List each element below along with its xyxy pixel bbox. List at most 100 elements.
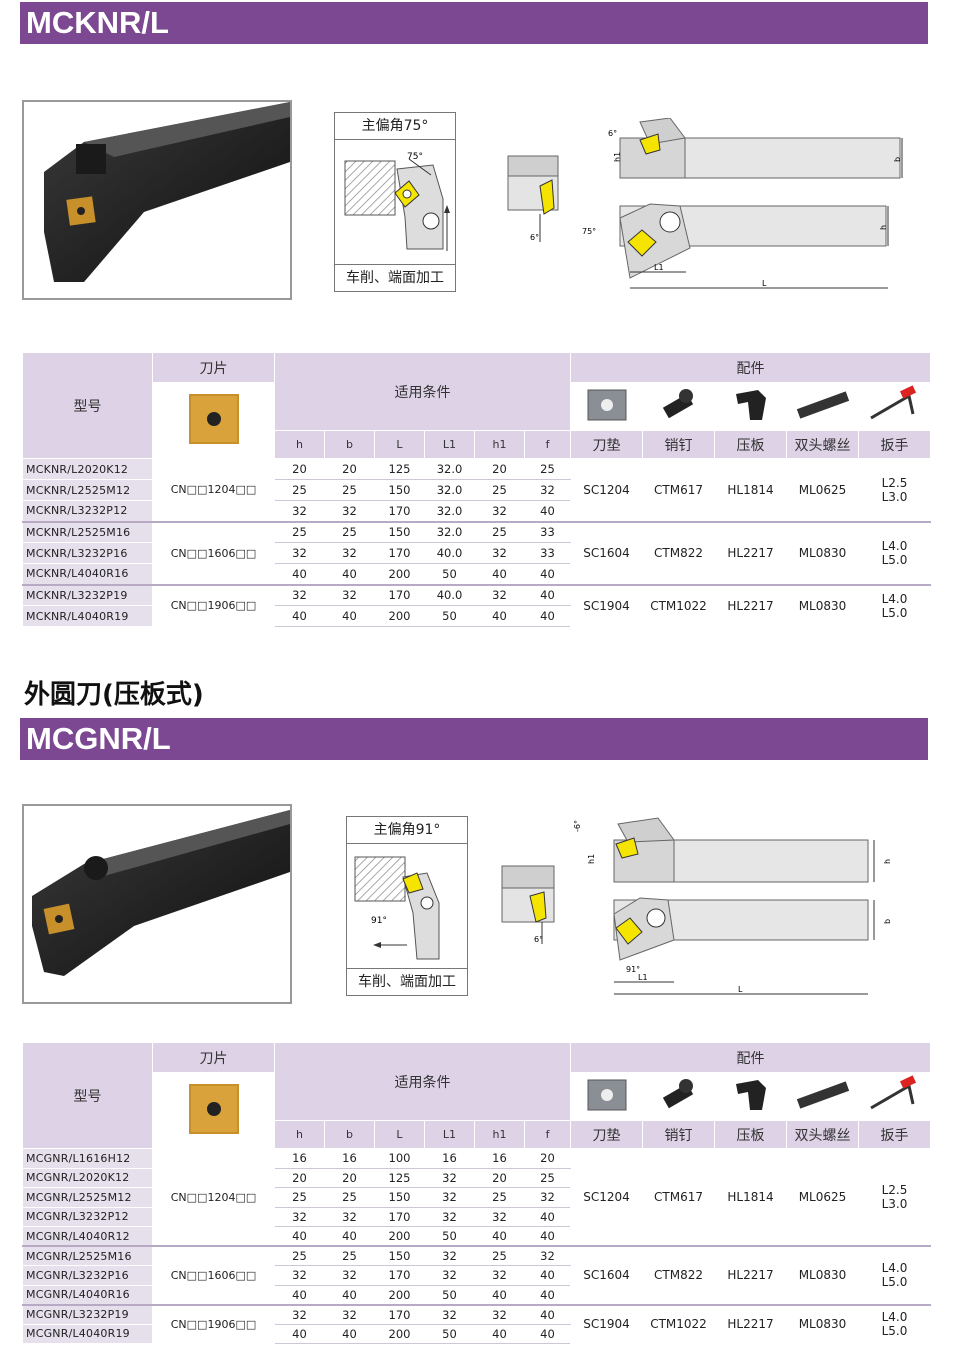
accessories-header: 配件 — [569, 352, 932, 383]
svg-text:L: L — [738, 985, 743, 994]
double-screw-icon — [786, 382, 859, 431]
angle-caption: 车削、端面加工 — [335, 264, 455, 291]
dim-L1-cell: 40.0 — [424, 583, 475, 606]
acc-header-wrench: 扳手 — [857, 430, 932, 459]
model-cell: MCKNR/L4040R19 — [22, 605, 153, 627]
model-cell: MCKNR/L2020K12 — [22, 458, 153, 480]
clamp-cell: HL2217 — [714, 1303, 787, 1344]
dim-h-cell: 16 — [274, 1148, 325, 1169]
model-cell: MCKNR/L3232P16 — [22, 542, 153, 564]
dim-header-f: f — [524, 430, 571, 459]
svg-text:91°: 91° — [626, 965, 640, 974]
dim-f-cell: 40 — [524, 1265, 571, 1286]
dim-b-cell: 20 — [324, 1167, 375, 1188]
dim-f-cell: 40 — [524, 563, 571, 585]
dim-h-cell: 25 — [274, 1187, 325, 1208]
clamp-cell: HL1814 — [714, 458, 787, 522]
model-cell: MCGNR/L1616H12 — [22, 1148, 153, 1169]
wrench-icon — [857, 382, 932, 431]
dim-L1-cell: 32 — [424, 1303, 475, 1325]
acc-header-screw: 双头螺丝 — [786, 1120, 859, 1149]
shim-cell: SC1204 — [570, 458, 643, 522]
dim-L1-cell: 32.0 — [424, 500, 475, 522]
dim-L-cell: 100 — [374, 1148, 425, 1169]
conditions-header: 适用条件 — [274, 1042, 571, 1121]
model-cell: MCGNR/L3232P12 — [22, 1206, 153, 1227]
acc-header-shim: 刀垫 — [570, 1120, 643, 1149]
model-header: 型号 — [22, 1042, 153, 1149]
dim-b-cell: 40 — [324, 605, 375, 627]
acc-header-wrench: 扳手 — [857, 1120, 932, 1149]
svg-text:6°: 6° — [608, 129, 617, 138]
insert-header: 刀片 — [152, 1042, 275, 1073]
wrench-size: L3.0 — [881, 1197, 908, 1211]
svg-text:b: b — [883, 919, 892, 924]
dim-h1-cell: 16 — [474, 1148, 525, 1169]
dim-f-cell: 25 — [524, 458, 571, 480]
dim-f-cell: 40 — [524, 1303, 571, 1325]
svg-text:-6°: -6° — [573, 820, 582, 832]
svg-text:L: L — [762, 279, 767, 288]
shim-cell: SC1904 — [570, 583, 643, 627]
screw-cell: ML0625 — [786, 458, 859, 522]
dim-L1-cell: 32.0 — [424, 520, 475, 543]
dim-h1-cell: 32 — [474, 500, 525, 522]
wrench-size: L4.0 — [881, 539, 908, 553]
dim-f-cell: 40 — [524, 1323, 571, 1344]
dim-b-cell: 32 — [324, 1303, 375, 1325]
dim-h-cell: 40 — [274, 563, 325, 585]
dim-h1-cell: 32 — [474, 1303, 525, 1325]
dim-L-cell: 125 — [374, 458, 425, 480]
dim-h-cell: 40 — [274, 1226, 325, 1247]
spec-table-mcknr: 型号 刀片 适用条件 配件 h b L L1 h1 f 刀垫 销钉 压板 双头螺… — [22, 352, 932, 627]
dim-h-cell: 40 — [274, 605, 325, 627]
dim-L1-cell: 50 — [424, 1323, 475, 1344]
dim-b-cell: 32 — [324, 1265, 375, 1286]
svg-text:h1: h1 — [613, 152, 622, 162]
dim-h-cell: 25 — [274, 520, 325, 543]
dim-L-cell: 150 — [374, 520, 425, 543]
insert-header: 刀片 — [152, 352, 275, 383]
svg-text:6°: 6° — [534, 935, 543, 944]
dim-L-cell: 200 — [374, 563, 425, 585]
shim-icon — [570, 1072, 643, 1121]
dim-b-cell: 40 — [324, 1284, 375, 1305]
accessories-header: 配件 — [569, 1042, 932, 1073]
dim-b-cell: 32 — [324, 500, 375, 522]
dim-h1-cell: 40 — [474, 605, 525, 627]
acc-header-clamp: 压板 — [714, 1120, 787, 1149]
dim-h1-cell: 40 — [474, 563, 525, 585]
acc-header-pin: 销钉 — [642, 430, 715, 459]
dim-L-cell: 170 — [374, 1303, 425, 1325]
dim-L-cell: 170 — [374, 542, 425, 564]
wrench-size: L5.0 — [881, 553, 908, 567]
model-cell: MCKNR/L2525M12 — [22, 479, 153, 501]
model-cell: MCGNR/L4040R12 — [22, 1226, 153, 1247]
wrench-size: L3.0 — [881, 489, 908, 504]
svg-text:h: h — [883, 859, 892, 864]
dim-header-h: h — [274, 430, 325, 459]
wrench-icon — [857, 1072, 932, 1121]
dim-L-cell: 200 — [374, 1284, 425, 1305]
svg-text:75°: 75° — [582, 227, 596, 236]
dim-L1-cell: 32 — [424, 1187, 475, 1208]
wrench-size: L2.5 — [881, 475, 908, 490]
dim-h-cell: 25 — [274, 479, 325, 501]
model-cell: MCGNR/L2525M12 — [22, 1187, 153, 1208]
clamp-cell: HL2217 — [714, 1245, 787, 1305]
dim-header-h: h — [274, 1120, 325, 1149]
pin-cell: CTM1022 — [642, 583, 715, 627]
dim-header-L1: L1 — [424, 430, 475, 459]
dim-header-h1: h1 — [474, 430, 525, 459]
dim-b-cell: 40 — [324, 1323, 375, 1344]
screw-cell: ML0625 — [786, 1148, 859, 1247]
insert-code-cell: CN□□1204□□ — [152, 458, 275, 522]
angle-title: 主偏角91° — [347, 817, 467, 844]
dim-L1-cell: 32 — [424, 1206, 475, 1227]
dim-h-cell: 32 — [274, 500, 325, 522]
dim-b-cell: 25 — [324, 520, 375, 543]
angle-diagram-mcgnr: 主偏角91° 91° 车削、端面加工 — [346, 816, 468, 996]
